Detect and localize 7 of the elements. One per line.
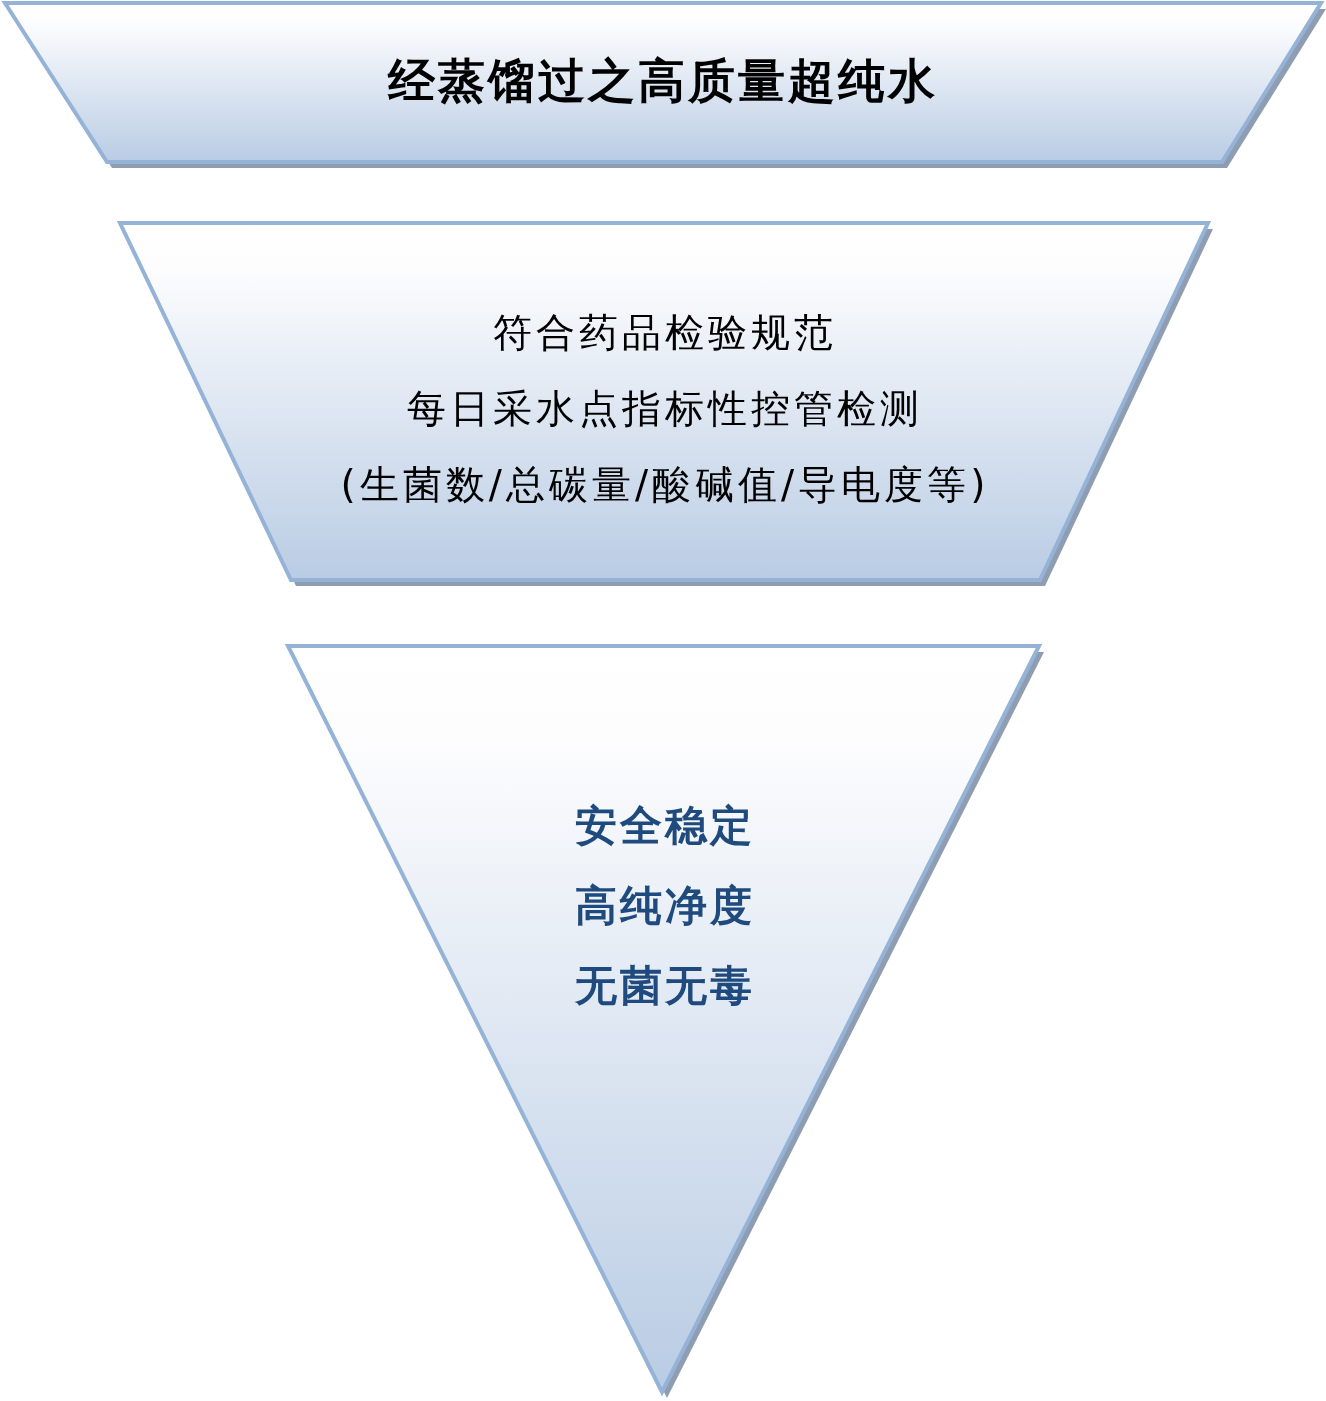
- quality-text: 高纯净度: [575, 881, 755, 931]
- quality-text: 安全稳定: [575, 801, 755, 851]
- quality-text: 无菌无毒: [575, 961, 755, 1011]
- criteria-text: 符合药品检验规范: [493, 309, 837, 357]
- band-heading: 经蒸馏过之高质量超纯水: [388, 53, 938, 109]
- criteria-text: 每日采水点指标性控管检测: [407, 385, 923, 433]
- criteria-text: (生菌数/总碳量/酸碱值/导电度等): [340, 461, 990, 509]
